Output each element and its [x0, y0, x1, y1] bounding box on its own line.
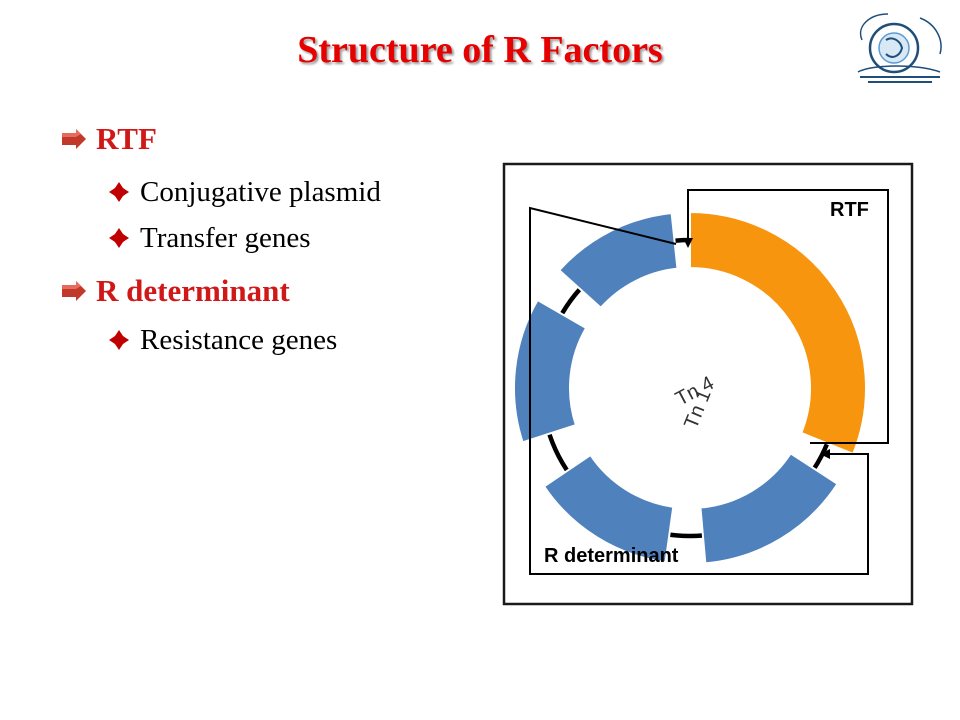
sub-bullet-transfer: Transfer genes	[108, 220, 460, 256]
bullet-rtf: RTF	[60, 118, 460, 160]
r-determinant-connector-line	[529, 206, 869, 575]
rtf-connector-line	[683, 189, 889, 444]
sub-bullet-text: Transfer genes	[140, 222, 311, 254]
resistance-segment-2	[542, 453, 675, 564]
sub-bullet-conjugative: Conjugative plasmid	[108, 174, 460, 210]
sub-bullet-text: Conjugative plasmid	[140, 176, 381, 208]
slide-title: Structure of R Factors	[297, 29, 663, 71]
r-factor-plasmid-diagram: RTF R determinant Tn 4 Tn 1	[502, 162, 914, 606]
bullet-list: RTF Conjugative plasmid Transfer genes R…	[60, 118, 460, 358]
rtf-label: RTF	[830, 199, 869, 221]
resistance-segment-1	[699, 451, 839, 565]
bullet-label: RTF	[96, 121, 157, 156]
diamond-bullet-icon	[109, 228, 129, 248]
resistance-segment-3	[513, 298, 588, 444]
arrow-bullet-icon	[62, 129, 86, 149]
bullet-label: R determinant	[96, 273, 290, 308]
r-determinant-label: R determinant	[544, 545, 679, 567]
sub-bullet-resistance: Resistance genes	[108, 322, 460, 358]
diamond-bullet-icon	[109, 330, 129, 350]
diamond-bullet-icon	[109, 182, 129, 202]
sub-bullet-text: Resistance genes	[140, 324, 338, 356]
arrow-bullet-icon	[62, 281, 86, 301]
bullet-r-determinant: R determinant	[60, 270, 460, 312]
medical-microbiology-logo	[857, 13, 942, 83]
